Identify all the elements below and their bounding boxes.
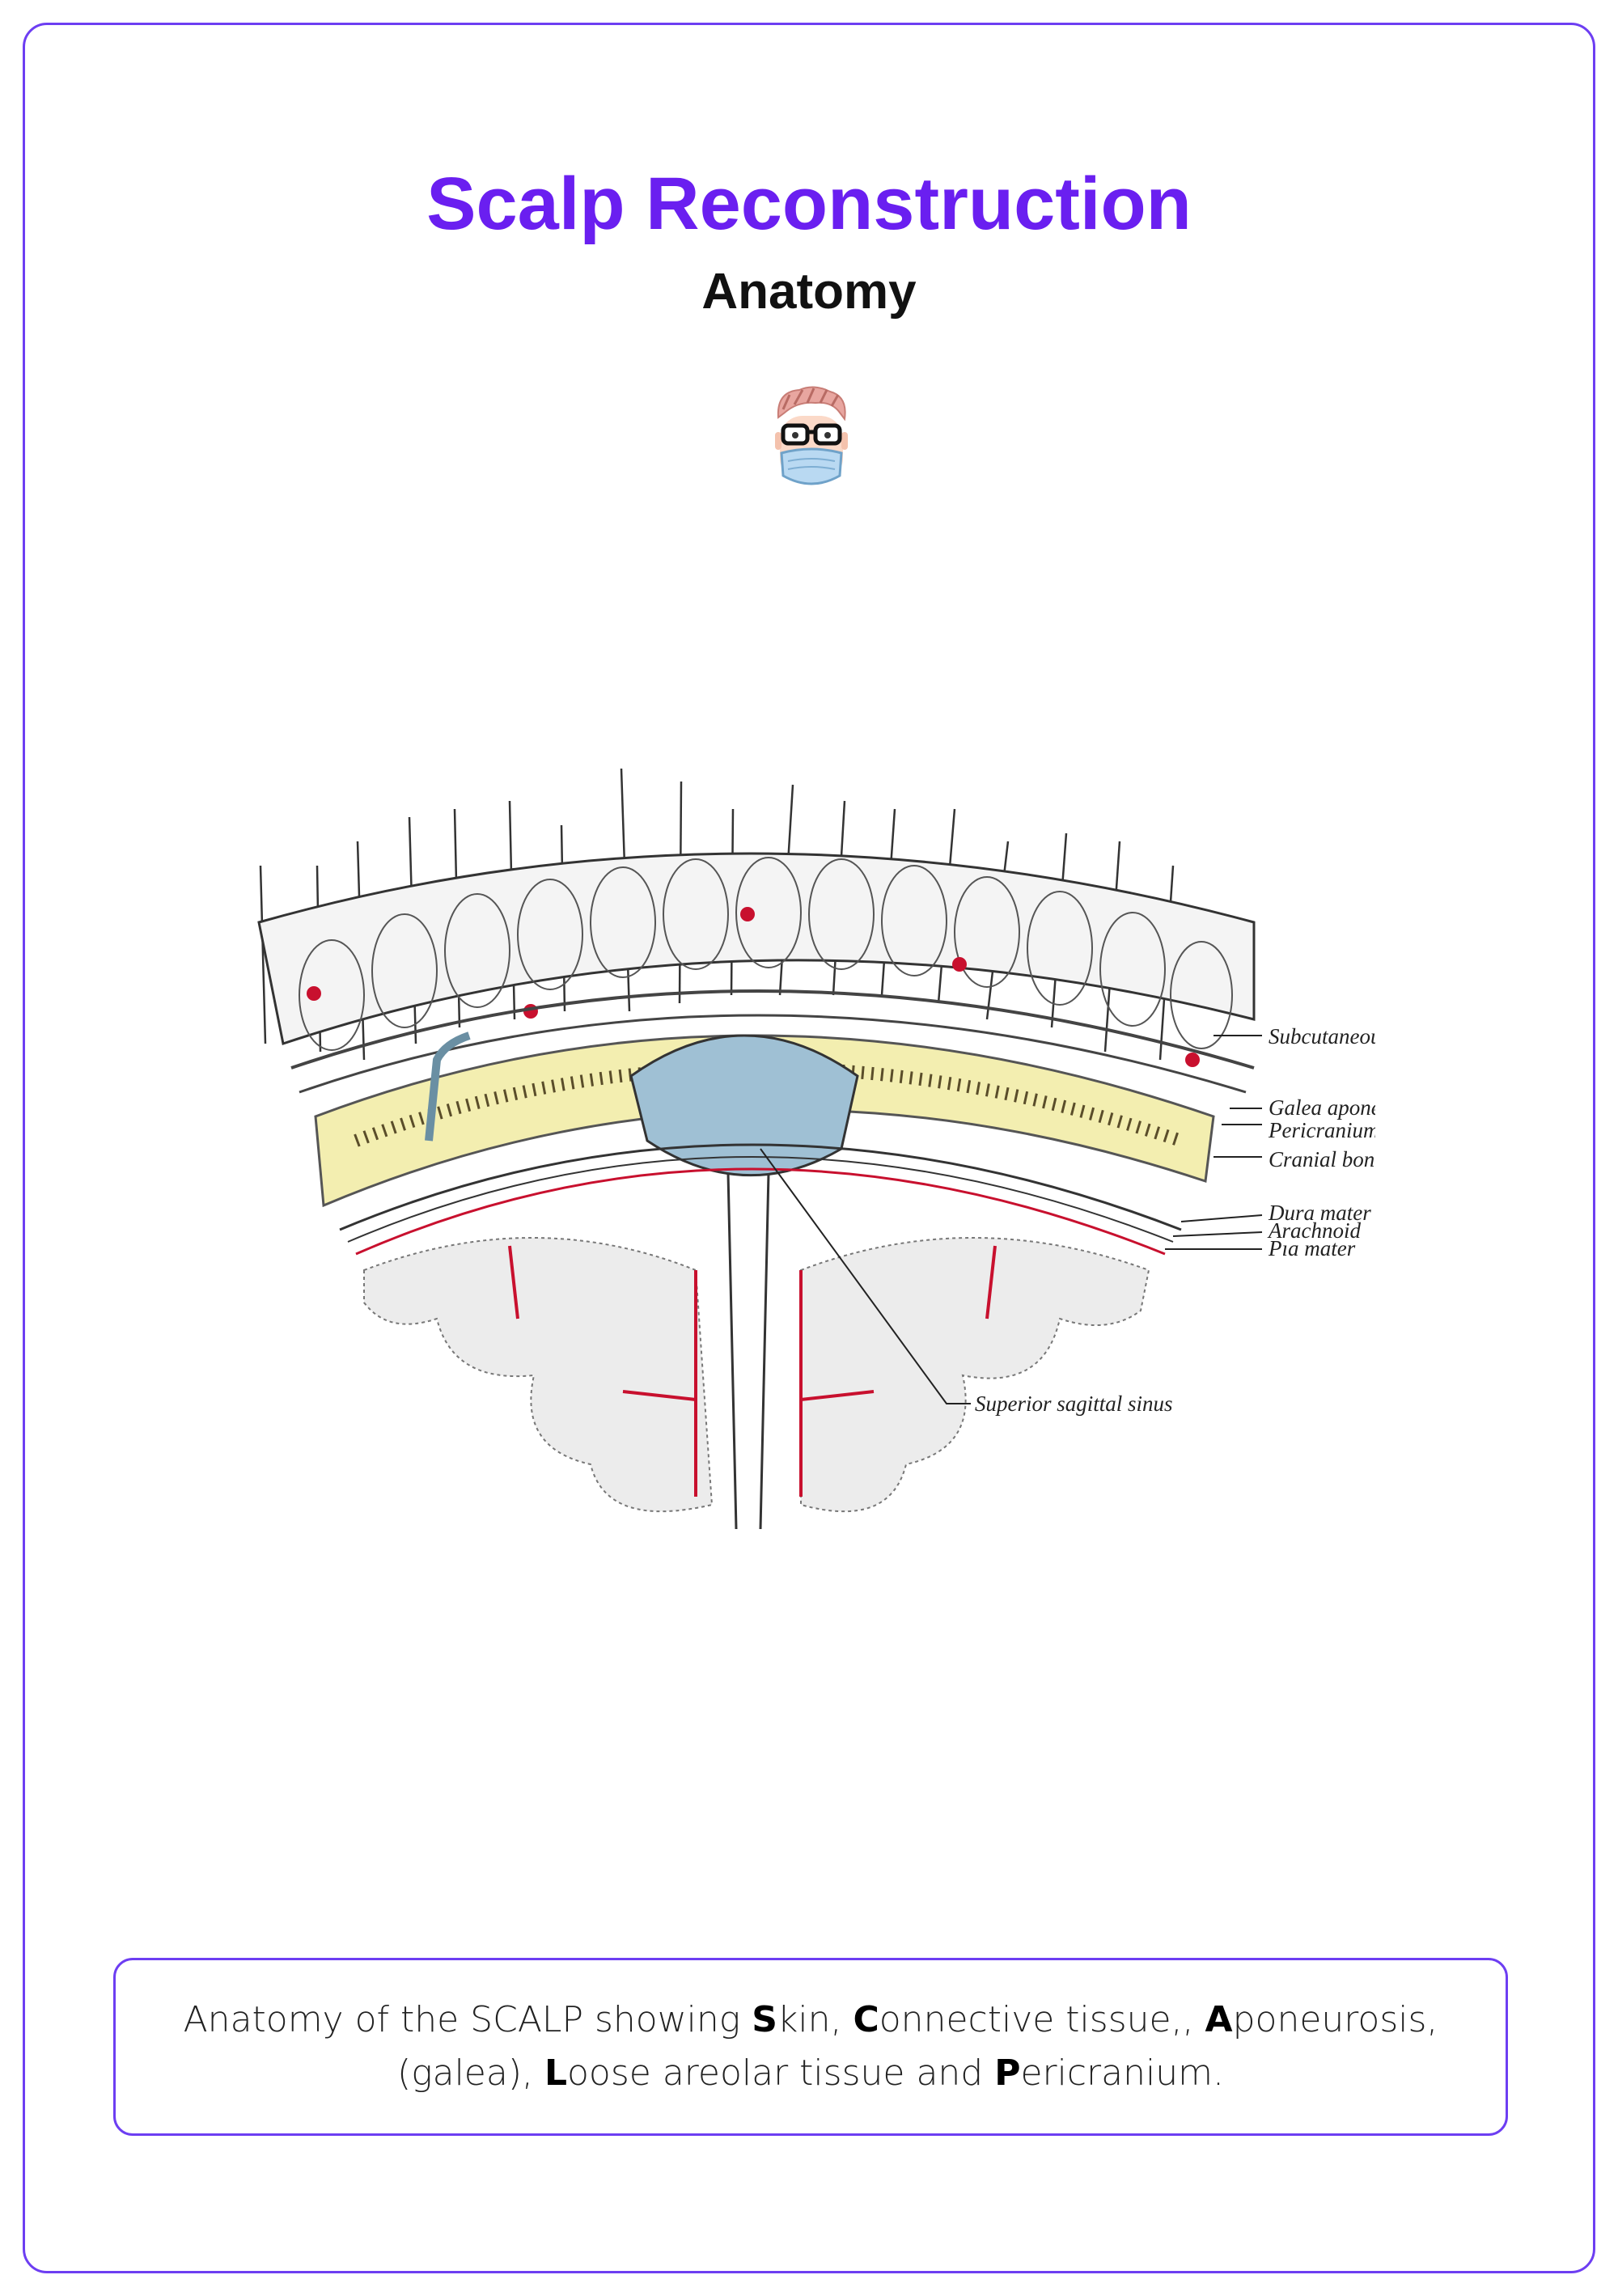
caption-segment: onnective tissue,, bbox=[879, 1999, 1205, 2040]
caption-segment: kin, bbox=[777, 1999, 853, 2040]
page-title: Scalp Reconstruction bbox=[426, 163, 1192, 245]
pia-vessel bbox=[355, 1167, 1166, 1256]
brain-right bbox=[800, 1237, 1150, 1513]
doctor-avatar-icon bbox=[775, 386, 848, 485]
cranial-bone bbox=[314, 1034, 1215, 1208]
scalp-anatomy-diagram: Subcutaneous tissue Galea aponeurotica P… bbox=[257, 768, 1375, 1530]
skin-layer bbox=[257, 852, 1256, 1045]
emissary-vein bbox=[425, 1032, 471, 1142]
label-cranial-bone: Cranial bone bbox=[1269, 1147, 1375, 1171]
caption-box: Anatomy of the SCALP showing Skin, Conne… bbox=[113, 1958, 1508, 2136]
page-subtitle: Anatomy bbox=[701, 264, 917, 320]
label-galea: Galea aponeurotica bbox=[1269, 1095, 1375, 1120]
label-subcutaneous: Subcutaneous tissue bbox=[1269, 1024, 1375, 1048]
label-dura: Dura mater bbox=[1268, 1201, 1371, 1225]
scalp-vessels bbox=[307, 907, 1200, 1067]
label-arachnoid: Arachnoid bbox=[1267, 1218, 1361, 1243]
caption-segment: oose areolar tissue and bbox=[567, 2052, 995, 2094]
label-pia: Pıa mater bbox=[1268, 1236, 1356, 1260]
falx bbox=[726, 1172, 770, 1530]
caption-initial: S bbox=[752, 1999, 777, 2040]
caption-initial: C bbox=[853, 1999, 879, 2040]
cortical-vessels bbox=[508, 1245, 997, 1497]
caption-text: Anatomy of the SCALP showing Skin, Conne… bbox=[180, 1993, 1442, 2100]
label-pericranium: Pericranium bbox=[1268, 1118, 1375, 1142]
galea-line bbox=[290, 989, 1255, 1070]
caption-initial: P bbox=[994, 2052, 1021, 2094]
caption-segment: Anatomy of the SCALP showing bbox=[183, 1999, 752, 2040]
brain-left bbox=[363, 1237, 714, 1513]
caption-initial: L bbox=[544, 2052, 568, 2094]
pericranium-line bbox=[299, 1014, 1247, 1094]
page-frame bbox=[23, 23, 1595, 2273]
sinus-cavity bbox=[629, 1034, 859, 1177]
label-sinus: Superior sagittal sinus bbox=[975, 1392, 1173, 1416]
caption-segment: ericranium. bbox=[1020, 2052, 1224, 2094]
caption-initial: A bbox=[1205, 1999, 1233, 2040]
subcutaneous-lobules bbox=[299, 857, 1233, 1051]
caption-segment: poneurosis, (galea), bbox=[397, 1999, 1438, 2094]
